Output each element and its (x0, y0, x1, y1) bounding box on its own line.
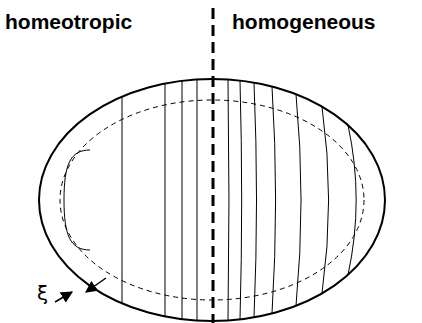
director-line (254, 83, 257, 318)
director-line (228, 80, 230, 321)
divider-line (212, 8, 215, 323)
director-line (182, 81, 183, 319)
region-label: homogeneous (232, 11, 376, 32)
director-line (296, 94, 301, 306)
director-line (272, 87, 276, 314)
director-line (197, 79, 198, 320)
director-line (64, 150, 90, 250)
director-line (122, 97, 123, 304)
thickness-arrow (55, 292, 72, 302)
thickness-arrow (86, 278, 106, 292)
director-line (240, 81, 242, 320)
director-line (348, 125, 356, 275)
director-lines (64, 79, 356, 320)
symbol-label: ξ (37, 283, 48, 303)
director-line (165, 84, 166, 317)
region-label: homeotropic (5, 11, 132, 32)
